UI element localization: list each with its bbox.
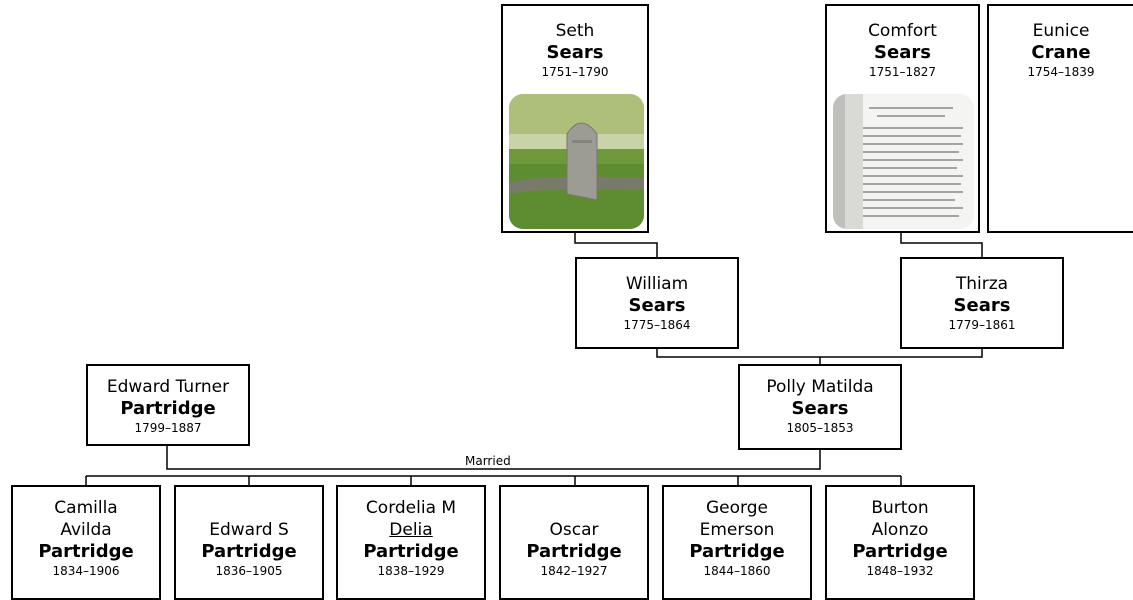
person-box-child[interactable]: Edward S Partridge 1836–1905: [174, 485, 324, 600]
life-years: 1844–1860: [703, 564, 771, 578]
person-box-child[interactable]: Burton Alonzo Partridge 1848–1932: [825, 485, 975, 600]
life-years: 1779–1861: [948, 318, 1016, 332]
person-box-child[interactable]: Cordelia M Delia Partridge 1838–1929: [336, 485, 486, 600]
surname: Sears: [546, 42, 604, 63]
surname: Partridge: [852, 541, 948, 562]
surname: Partridge: [38, 541, 134, 562]
surname: Sears: [874, 42, 931, 63]
life-years: 1805–1853: [786, 421, 854, 435]
surname: Sears: [628, 295, 686, 316]
given-name: George: [706, 498, 768, 518]
life-years: 1751–1790: [541, 65, 609, 79]
life-years: 1842–1927: [540, 564, 608, 578]
given-name: Avilda: [60, 520, 112, 540]
given-name: Polly Matilda: [766, 377, 874, 397]
given-name: Comfort: [868, 21, 937, 41]
life-years: 1754–1839: [1027, 65, 1095, 79]
given-name: Thirza: [955, 274, 1009, 294]
surname: Partridge: [363, 541, 459, 562]
person-box-william[interactable]: William Sears 1775–1864: [575, 257, 739, 349]
surname: Partridge: [201, 541, 297, 562]
married-label: Married: [465, 454, 511, 468]
person-box-child[interactable]: Camilla Avilda Partridge 1834–1906: [11, 485, 161, 600]
surname: Crane: [1031, 42, 1091, 63]
person-box-seth[interactable]: Seth Sears 1751–1790: [501, 4, 649, 233]
given-name: Burton: [871, 498, 929, 518]
life-years: 1836–1905: [215, 564, 283, 578]
given-name: Oscar: [549, 520, 599, 540]
given-name: Cordelia M: [365, 498, 457, 518]
person-box-child[interactable]: Oscar Partridge 1842–1927: [499, 485, 649, 600]
surname: Partridge: [526, 541, 622, 562]
life-years: 1775–1864: [623, 318, 691, 332]
person-box-polly[interactable]: Polly Matilda Sears 1805–1853: [738, 364, 902, 450]
person-box-comfort[interactable]: Comfort Sears 1751–1827: [825, 4, 980, 233]
surname: Partridge: [120, 398, 216, 419]
life-years: 1799–1887: [134, 421, 202, 435]
person-box-eunice[interactable]: Eunice Crane 1754–1839: [987, 4, 1133, 233]
person-box-child[interactable]: George Emerson Partridge 1844–1860: [662, 485, 812, 600]
document-photo[interactable]: [833, 94, 974, 229]
surname: Partridge: [689, 541, 785, 562]
given-name: Emerson: [699, 520, 775, 540]
life-years: 1751–1827: [868, 65, 937, 79]
nickname-link[interactable]: Delia: [389, 520, 433, 540]
person-box-thirza[interactable]: Thirza Sears 1779–1861: [900, 257, 1064, 349]
surname: Sears: [953, 295, 1011, 316]
life-years: 1834–1906: [52, 564, 120, 578]
given-name: Eunice: [1032, 21, 1090, 41]
life-years: 1838–1929: [377, 564, 445, 578]
given-name: Edward S: [209, 520, 289, 540]
given-name: Camilla: [54, 498, 118, 518]
surname: Sears: [791, 398, 849, 419]
life-years: 1848–1932: [866, 564, 934, 578]
given-name: William: [625, 274, 689, 294]
given-name: Seth: [555, 21, 595, 41]
gravestone-photo[interactable]: [509, 94, 644, 229]
given-name: Edward Turner: [106, 377, 230, 397]
given-name: Alonzo: [871, 520, 929, 540]
person-box-edward-turner[interactable]: Edward Turner Partridge 1799–1887: [86, 364, 250, 446]
